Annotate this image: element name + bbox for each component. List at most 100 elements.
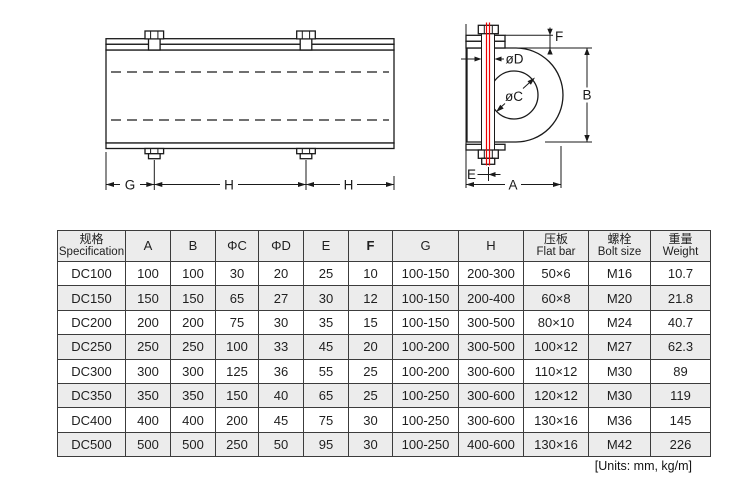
- table-cell: 100-200: [392, 334, 459, 360]
- side-view-drawing: G H H: [105, 30, 395, 193]
- bolt-head: [144, 30, 165, 40]
- bottom-nut: [296, 147, 316, 160]
- col-header-h: H: [458, 230, 524, 262]
- header-en: Flat bar: [536, 246, 576, 259]
- spec-table-header: 规格 Specification A B ΦC ΦD E: [57, 230, 711, 262]
- table-cell: 10: [348, 260, 393, 287]
- table-cell: 30: [303, 285, 349, 311]
- table-cell: 300-500: [458, 334, 524, 360]
- header-zh: 重量: [668, 232, 693, 247]
- table-cell: 89: [650, 358, 711, 384]
- dim-label-c: øC: [505, 89, 523, 104]
- table-cell: M16: [588, 260, 651, 287]
- bolt-head: [296, 30, 316, 40]
- col-header-g: G: [392, 230, 459, 262]
- section-view-drawing: øC ø: [461, 22, 595, 193]
- table-cell: DC300: [57, 358, 126, 384]
- table-cell: 62.3: [650, 334, 711, 360]
- technical-drawing: G H H: [105, 22, 595, 193]
- table-cell: 100: [215, 334, 259, 360]
- table-cell: 40: [258, 382, 304, 409]
- table-cell: 25: [348, 358, 393, 384]
- table-cell: 27: [258, 285, 304, 311]
- table-cell: DC250: [57, 334, 126, 360]
- dimension-f: F: [505, 27, 592, 55]
- table-cell: 226: [650, 431, 711, 458]
- table-cell: 250: [125, 334, 171, 360]
- col-header-specification: 规格 Specification: [57, 230, 126, 262]
- table-cell: M20: [588, 285, 651, 311]
- dimension-b: B: [545, 48, 595, 143]
- table-cell: 100-150: [392, 260, 459, 287]
- dim-label-h2: H: [344, 178, 354, 193]
- table-cell: 350: [170, 382, 216, 409]
- table-cell: 75: [215, 309, 259, 336]
- table-cell: 500: [170, 431, 216, 458]
- dimension-h1: H: [154, 178, 306, 193]
- table-cell: 300: [125, 358, 171, 384]
- header-zh: 压板: [543, 232, 568, 247]
- header-zh: 螺栓: [607, 232, 632, 247]
- table-cell: 500: [125, 431, 171, 458]
- table-cell: 10.7: [650, 260, 711, 287]
- table-cell: 350: [125, 382, 171, 409]
- table-cell: 60×8: [523, 285, 589, 311]
- table-cell: 300-600: [458, 358, 524, 384]
- table-cell: 400: [125, 407, 171, 433]
- dimension-a: A: [466, 146, 562, 193]
- table-cell: 145: [650, 407, 711, 433]
- col-header-e: E: [303, 230, 349, 262]
- header-en: Specification: [58, 246, 125, 259]
- table-cell: 125: [215, 358, 259, 384]
- bolt-nut: [477, 149, 499, 159]
- table-cell: 100-150: [392, 285, 459, 311]
- col-header-weight: 重量 Weight: [650, 230, 711, 262]
- table-cell: 100-200: [392, 358, 459, 384]
- dim-label-f: F: [555, 29, 563, 44]
- clamp-body-section: [466, 47, 564, 143]
- table-cell: 300: [170, 358, 216, 384]
- table-cell: 55: [303, 358, 349, 384]
- table-cell: 300-600: [458, 382, 524, 409]
- table-cell: 75: [303, 407, 349, 433]
- table-cell: 100: [125, 260, 171, 287]
- header-en: Bolt size: [597, 246, 642, 259]
- table-cell: 33: [258, 334, 304, 360]
- table-cell: 119: [650, 382, 711, 409]
- table-cell: 150: [170, 285, 216, 311]
- table-cell: 200: [170, 309, 216, 336]
- table-cell: 30: [348, 431, 393, 458]
- dim-label-b: B: [582, 88, 591, 103]
- table-cell: 45: [303, 334, 349, 360]
- table-cell: 120×12: [523, 382, 589, 409]
- table-cell: 15: [348, 309, 393, 336]
- table-cell: 200: [215, 407, 259, 433]
- table-cell: M36: [588, 407, 651, 433]
- table-cell: 80×10: [523, 309, 589, 336]
- dim-label-g: G: [125, 178, 136, 193]
- table-cell: 36: [258, 358, 304, 384]
- table-cell: DC350: [57, 382, 126, 409]
- col-header-bolt-size: 螺栓 Bolt size: [588, 230, 651, 262]
- table-cell: 95: [303, 431, 349, 458]
- col-header-phi-c: ΦC: [215, 230, 259, 262]
- dim-label-e: E: [467, 167, 476, 182]
- table-cell: 20: [348, 334, 393, 360]
- table-cell: 65: [215, 285, 259, 311]
- table-cell: DC150: [57, 285, 126, 311]
- table-cell: 12: [348, 285, 393, 311]
- table-cell: 25: [348, 382, 393, 409]
- top-saddle-lip: [105, 43, 395, 51]
- table-cell: 50×6: [523, 260, 589, 287]
- table-cell: 110×12: [523, 358, 589, 384]
- table-cell: 300-600: [458, 407, 524, 433]
- table-cell: 30: [348, 407, 393, 433]
